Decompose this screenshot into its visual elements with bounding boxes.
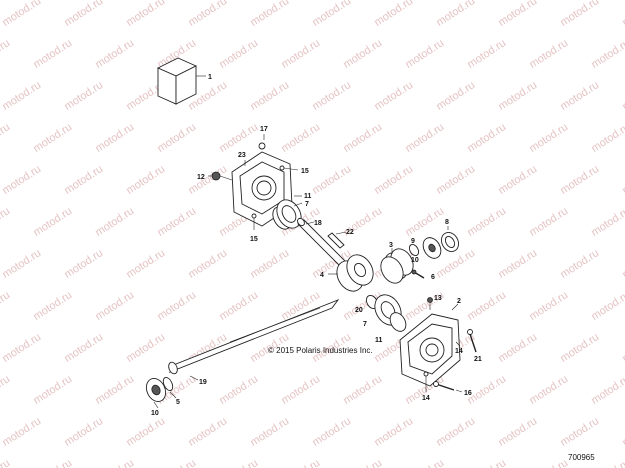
callout-22: 22 [346, 229, 354, 236]
part-21-bolt[interactable] [467, 329, 477, 353]
part-16-bolt[interactable] [433, 381, 463, 393]
callout-21: 21 [474, 356, 482, 363]
callout-6: 6 [431, 274, 435, 281]
callout-10: 10 [151, 410, 159, 417]
callout-3: 3 [389, 242, 393, 249]
part-15-bolt-upper[interactable] [279, 165, 299, 171]
part-9-ring[interactable] [408, 243, 421, 257]
callout-19: 19 [199, 379, 207, 386]
part-2-housing-lower[interactable] [399, 313, 461, 387]
part-15-bolt-lower[interactable] [251, 213, 257, 230]
callout-7: 7 [305, 201, 309, 208]
part-22-key[interactable] [327, 232, 345, 249]
diagram-id: 700965 [568, 453, 595, 462]
callout-4: 4 [320, 272, 324, 279]
part-19-long-shaft[interactable] [167, 298, 340, 375]
part-1-box[interactable] [156, 57, 198, 105]
callout-8: 8 [445, 219, 449, 226]
callout-23: 23 [238, 152, 246, 159]
part-14-bolt-upper[interactable] [455, 341, 461, 347]
callout-9: 9 [411, 238, 415, 245]
callout-14: 14 [422, 395, 430, 402]
callout-10: 10 [411, 257, 419, 264]
callout-14: 14 [455, 348, 463, 355]
part-10-bearing-lower[interactable] [143, 375, 169, 404]
part-8-seal[interactable] [438, 229, 462, 254]
callout-20: 20 [355, 307, 363, 314]
callout-7: 7 [363, 321, 367, 328]
callout-1: 1 [208, 74, 212, 81]
callout-16: 16 [464, 390, 472, 397]
part-14-bolt-lower[interactable] [423, 371, 429, 392]
copyright-text: © 2015 Polaris Industries Inc. [268, 346, 373, 355]
callout-13: 13 [434, 295, 442, 302]
part-12-nut[interactable] [211, 171, 221, 181]
part-11-seal-lower[interactable] [387, 310, 409, 334]
callout-11: 11 [304, 193, 312, 200]
part-6-pin[interactable] [411, 269, 425, 279]
callout-15: 15 [250, 236, 258, 243]
callout-15: 15 [301, 168, 309, 175]
part-13-bolt[interactable] [427, 297, 433, 311]
callout-11: 11 [375, 337, 383, 344]
callout-2: 2 [457, 298, 461, 305]
part-7-bearing-upper[interactable] [272, 196, 306, 233]
part-4-gear[interactable] [332, 250, 379, 296]
callout-17: 17 [260, 126, 268, 133]
part-10-bearing-upper[interactable] [420, 234, 445, 261]
callout-5: 5 [176, 399, 180, 406]
callout-18: 18 [314, 220, 322, 227]
callout-12: 12 [197, 174, 205, 181]
part-3-worm-gear[interactable] [376, 245, 417, 287]
